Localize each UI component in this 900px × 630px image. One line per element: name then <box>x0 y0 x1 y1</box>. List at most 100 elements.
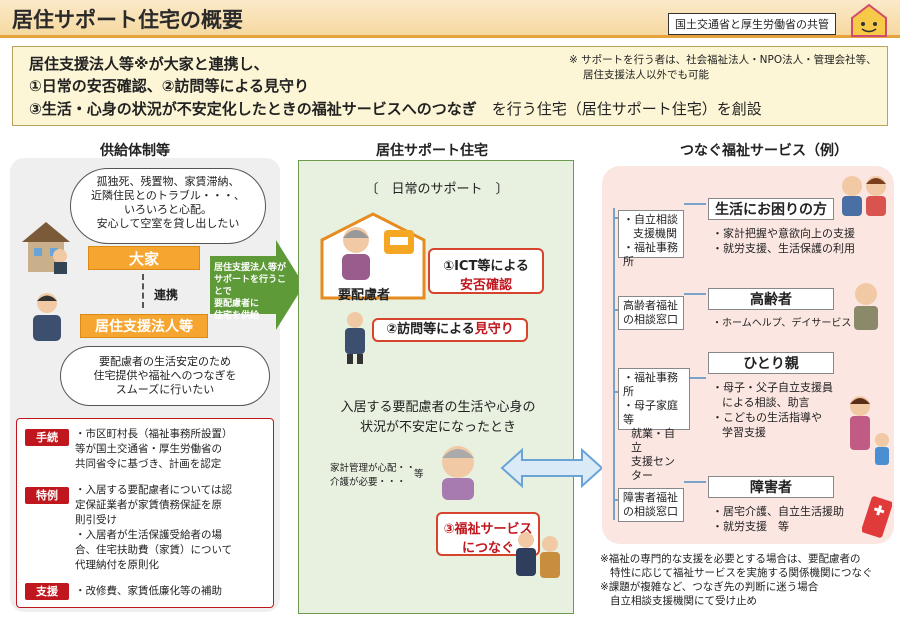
cloud2-line: 要配慮者の生活安定のため <box>99 355 231 368</box>
single-parent-items: ・母子・父子自立支援員 による相談、助言 ・こどもの生活指導や 学習支援 <box>712 380 852 440</box>
supply-arrow <box>210 240 304 330</box>
cloud1-line: 孤独死、残置物、家賃滞納、 <box>96 175 240 188</box>
arrow-line: 居住支援法人等が <box>214 263 287 273</box>
unstable-line1: 入居する要配慮者の生活や心身の <box>340 400 536 415</box>
person-label: 要配慮者 <box>338 288 391 303</box>
ict-check-box: ①ICT等による 安否確認 <box>428 248 544 294</box>
arrow-line: 要配慮者に <box>214 299 260 309</box>
connect-line <box>142 274 144 308</box>
org-line: の相談窓口 <box>623 313 678 326</box>
head-disability: 障害者 <box>708 476 834 498</box>
cloud2-line: 住宅提供や福祉へのつなぎを <box>93 369 237 382</box>
cloud1-line: 近隣住民とのトラブル・・・、 <box>91 189 245 202</box>
arrow-line: 住宅を供給 <box>214 311 260 321</box>
unstable-line2: 状況が不安定になったとき <box>359 420 516 435</box>
elderly-woman-icon <box>342 227 370 280</box>
intro-line2: ①日常の安否確認、②訪問等による見守り <box>29 77 309 95</box>
org-line: 高齢者福祉 <box>623 299 678 312</box>
org-line: ・福祉事務所 <box>623 241 678 268</box>
left-section-title: 供給体制等 <box>100 143 170 159</box>
needy-item: ・家計把握や意欲向上の支援 <box>712 227 855 240</box>
special-text: ・入居する要配慮者については認 定保証業者が家賃債務保証を原 則引受け ・入居者… <box>75 483 271 573</box>
visit-text-b: 見守り <box>474 322 514 337</box>
special-line: 合、住宅扶助費（家賃）について <box>75 544 233 556</box>
ministry-badge: 国土交通省と厚生労働省の共管 <box>668 13 836 35</box>
escort-people-icon <box>516 532 560 578</box>
procedure-line: 共同省令に基づき、計画を認定 <box>75 458 222 470</box>
worry-line2: 介護が必要・・・ <box>330 477 407 488</box>
daily-support-label: 〔 日常のサポート 〕 <box>365 182 509 197</box>
tag-support: 支援 <box>25 583 69 600</box>
special-line: ・入居者が生活保護受給者の場 <box>75 529 222 541</box>
needy-items: ・家計把握や意欲向上の支援 ・就労支援、生活保護の利用 <box>712 226 892 256</box>
cloud1-line: いろいろと心配。 <box>124 203 212 216</box>
org-line: 障害者福祉 <box>623 491 678 504</box>
landlord-box: 大家 <box>88 246 200 270</box>
landlord-house-icon <box>22 222 70 274</box>
couple-icon <box>842 176 886 216</box>
worry-etc: 等 <box>414 469 424 480</box>
elderly-item: ・ホームヘルプ、デイサービス <box>712 318 852 329</box>
intro-note: ※ サポートを行う者は、社会福祉法人・NPO法人・管理会社等、居住支援法人以外で… <box>569 53 889 83</box>
worry-text: 家計管理が心配・・ 介護が必要・・・ <box>330 462 416 490</box>
special-line: 代理納付を原則化 <box>75 559 159 571</box>
double-arrow <box>500 447 604 489</box>
worried-elderly-icon <box>442 446 474 500</box>
org-line: ・自立相談 <box>623 213 678 226</box>
help-mark-icon <box>862 496 892 538</box>
support-corp-box: 居住支援法人等 <box>80 314 208 338</box>
disability-items: ・居宅介護、自立生活援助 ・就労支援 等 <box>712 504 862 534</box>
arrow-line: サポートを行うことで <box>214 275 287 297</box>
cloud1-line: 安心して空室を貸し出したい <box>96 217 240 230</box>
org-box-2: 高齢者福祉 の相談窓口 <box>618 296 684 330</box>
elderly-items: ・ホームヘルプ、デイサービス <box>712 316 852 331</box>
procedure-line: 等が国土交通省・厚生労働省の <box>75 443 222 455</box>
intro-line3-a: ③生活・心身の状況が不安定化したときの福祉サービスへのつなぎ <box>29 100 477 118</box>
org-box-3: ・福祉事務所 ・母子家庭等 就業・自立 支援センター <box>618 368 690 482</box>
visit-text-a: ②訪問等による <box>386 322 475 337</box>
tag-procedure: 手続 <box>25 429 69 446</box>
note-line: ※課題が複雑など、つなぎ先の判断に迷う場合 <box>600 581 819 593</box>
visit-watch-box: ②訪問等による見守り <box>372 318 528 342</box>
intro-line3-b: を行う住宅（居住サポート住宅）を創設 <box>491 100 762 118</box>
center-section-title: 居住サポート住宅 <box>376 143 488 159</box>
single-parent-item: 学習支援 <box>722 426 766 439</box>
special-line: ・入居する要配慮者については認 <box>75 484 232 496</box>
procedures-box: 手続 ・市区町村長（福祉事務所設置） 等が国土交通省・厚生労働省の 共同省令に基… <box>16 418 274 608</box>
worry-line1: 家計管理が心配・・ <box>330 463 416 474</box>
org-line: 支援機関 <box>633 227 677 240</box>
needy-item: ・就労支援、生活保護の利用 <box>712 242 855 255</box>
arrow-text: 居住支援法人等が サポートを行うことで 要配慮者に 住宅を供給 <box>214 262 290 322</box>
note-line: 自立相談支援機関にて受け止め <box>610 595 757 607</box>
disability-item: ・就労支援 等 <box>712 520 789 533</box>
cloud2-line: スムーズに行いたい <box>115 383 215 396</box>
intro-note-line2: 居住支援法人以外でも可能 <box>583 69 709 81</box>
welfare-notes: ※福祉の専門的な支援を必要とする場合は、要配慮者の 特性に応じて福祉サービスを実… <box>600 552 896 608</box>
single-parent-item: ・こどもの生活指導や <box>712 411 822 424</box>
head-single-parent: ひとり親 <box>708 352 834 374</box>
landlord-worry-cloud: 孤独死、残置物、家賃滞納、 近隣住民とのトラブル・・・、 いろいろと心配。 安心… <box>70 168 266 244</box>
intro-note-line1: ※ サポートを行う者は、社会福祉法人・NPO法人・管理会社等、 <box>569 54 877 66</box>
page-title: 居住サポート住宅の概要 <box>12 8 243 32</box>
org-box-1: ・自立相談 支援機関 ・福祉事務所 <box>618 210 684 268</box>
special-line: 則引受け <box>75 514 117 526</box>
head-needy: 生活にお困りの方 <box>708 198 834 220</box>
special-line: 定保証業者が家賃債務保証を原 <box>75 499 222 511</box>
note-line: 特性に応じて福祉サービスを実施する関係機関につなぐ <box>610 567 873 579</box>
right-section-title: つなぐ福祉サービス（例） <box>680 143 848 159</box>
head-elderly: 高齢者 <box>708 288 834 310</box>
intro-line3: ③生活・心身の状況が不安定化したときの福祉サービスへのつなぎ を行う住宅（居住サ… <box>29 98 762 119</box>
corp-goal-cloud: 要配慮者の生活安定のため 住宅提供や福祉へのつなぎを スムーズに行いたい <box>60 346 270 406</box>
support-text: ・改修費、家賃低廉化等の補助 <box>75 584 271 599</box>
ict-sensor-icon <box>384 230 414 254</box>
ict-line2: 安否確認 <box>459 278 512 293</box>
org-line: ・母子家庭等 <box>623 399 678 426</box>
elderly-man-icon <box>854 283 878 330</box>
procedure-text: ・市区町村長（福祉事務所設置） 等が国土交通省・厚生労働省の 共同省令に基づき、… <box>75 427 271 472</box>
parent-child-icon <box>850 396 889 465</box>
intro-box: 居住支援法人等※が大家と連携し、 ①日常の安否確認、②訪問等による見守り ③生活… <box>12 46 888 126</box>
org-line: 就業・自立 <box>631 427 675 454</box>
ict-line1: ①ICT等による <box>443 259 529 274</box>
intro-line1: 居住支援法人等※が大家と連携し、 <box>29 55 269 73</box>
renkei-label: 連携 <box>154 288 179 302</box>
